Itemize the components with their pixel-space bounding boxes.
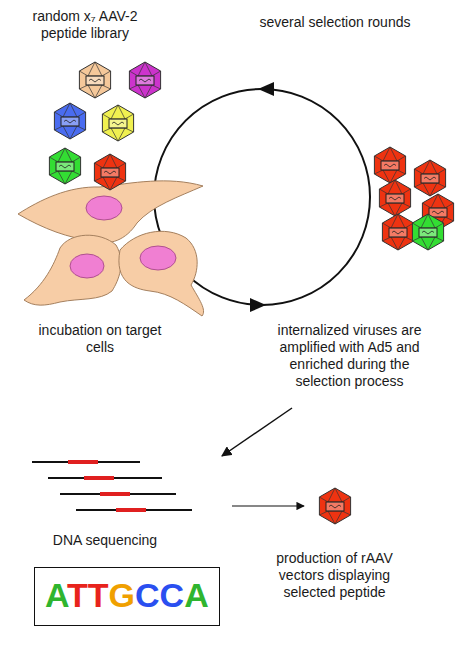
illustration-part	[94, 154, 125, 190]
illustration-part	[68, 460, 98, 464]
label-block: production of rAAV vectors displaying se…	[262, 550, 407, 601]
caption-text: several selection rounds	[245, 14, 425, 31]
illustration-part	[140, 246, 176, 270]
target-cells	[18, 181, 204, 316]
illustration-part	[382, 214, 413, 250]
flow-arrow	[222, 408, 292, 456]
dna-reads	[32, 462, 192, 510]
illustration-part	[258, 82, 274, 96]
illustration-part	[79, 62, 110, 98]
illustration-part	[32, 461, 140, 463]
illustration-part	[379, 180, 410, 216]
illustration-part	[76, 509, 192, 511]
caption-text: random x₇ AAV-2 peptide library	[20, 8, 150, 42]
illustration-part	[102, 105, 133, 141]
sequence-box: ATTGCCA	[34, 567, 220, 626]
illustration-part	[48, 477, 162, 479]
illustration-part	[414, 160, 445, 196]
illustration-part	[374, 147, 405, 183]
enriched-viruses	[374, 147, 453, 250]
caption-text: DNA sequencing	[40, 532, 170, 549]
caption-text: internalized viruses are amplified with …	[262, 322, 437, 390]
raav-vector	[319, 488, 350, 524]
label-block: DNA sequencing	[40, 532, 170, 549]
illustration-part	[119, 231, 204, 316]
caption-text: production of rAAV vectors displaying se…	[262, 550, 407, 601]
illustration-part	[70, 254, 104, 278]
illustration-part	[100, 492, 130, 496]
illustration-part	[116, 508, 146, 512]
illustration-part	[24, 235, 121, 305]
flow-arrow	[232, 505, 304, 506]
label-block: several selection rounds	[245, 14, 425, 31]
illustration-part	[84, 476, 114, 480]
virus-library	[49, 62, 160, 190]
illustration-part	[49, 148, 80, 184]
illustration-part	[250, 298, 266, 312]
caption-text: incubation on target cells	[30, 322, 170, 356]
illustration-part	[54, 103, 85, 139]
label-block: incubation on target cells	[30, 322, 170, 356]
label-block: random x₇ AAV-2 peptide library	[20, 8, 150, 42]
label-block: internalized viruses are amplified with …	[262, 322, 437, 390]
illustration-part	[412, 214, 443, 250]
illustration-part	[86, 196, 122, 220]
illustration-part	[129, 62, 160, 98]
sequence-text: ATTGCCA	[45, 577, 209, 614]
illustration-part	[60, 493, 176, 495]
